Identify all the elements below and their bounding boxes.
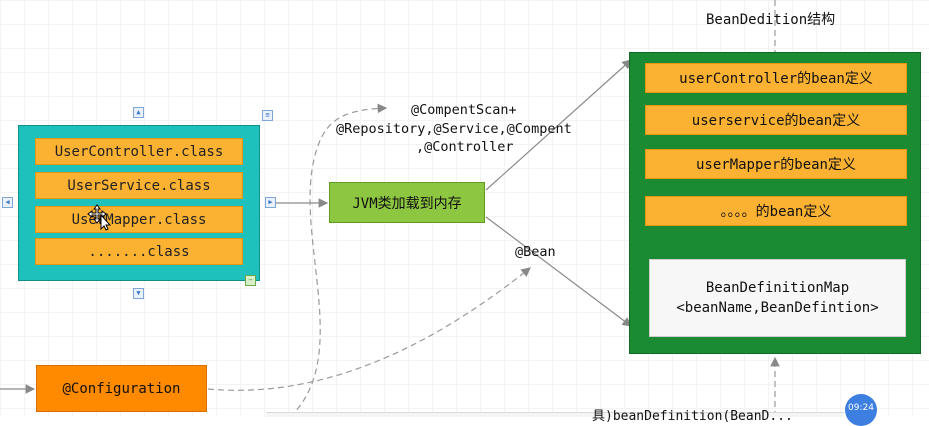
arrow-up-icon[interactable]: ▲ [133,107,144,118]
jvm-load-box[interactable]: JVM类加载到内存 [329,182,485,223]
class-group[interactable]: UserController.class UserService.class U… [18,125,260,281]
configuration-box[interactable]: @Configuration [36,365,207,412]
connector-dashed-to-scan [289,103,388,417]
scan-annotation-line2: @Repository,@Service,@Compent [336,121,572,137]
class-item-more[interactable]: .......class [35,238,243,265]
connector-dashed-config-to-bean [207,267,531,391]
bean-definition-title: BeanDedition结构 [706,12,836,28]
bean-definition-map[interactable]: BeanDefinitionMap <beanName,BeanDefintio… [649,259,906,337]
bean-annotation: @Bean [515,244,556,260]
bean-definition-map-signature: <beanName,BeanDefintion> [676,300,879,316]
connector-jvm-to-definitions-bottom [485,216,632,327]
scan-annotation-line3: ,@Controller [416,139,514,155]
arrow-left-icon[interactable]: ◀ [2,197,13,208]
class-item-usermapper[interactable]: UserMapper.class [35,206,243,233]
resize-handle-top-right[interactable]: ≡ [262,110,273,121]
clock-badge: 09:24 [845,394,877,426]
bottom-scroll-strip[interactable] [266,412,844,417]
definition-usercontroller[interactable]: userController的bean定义 [645,63,907,93]
definition-userservice[interactable]: userservice的bean定义 [645,105,907,135]
cursor-move-icon [87,204,112,231]
class-item-usercontroller[interactable]: UserController.class [35,138,243,165]
connectors [0,0,780,417]
scan-annotation-line1: @CompentScan+ [411,102,517,118]
arrow-down-icon[interactable]: ▼ [133,288,144,299]
bean-definition-group[interactable]: userController的bean定义 userservice的bean定义… [629,52,921,354]
class-item-userservice[interactable]: UserService.class [35,172,243,199]
bottom-partial-text: 具)beanDefinition(BeanD... [592,409,793,424]
definition-usermapper[interactable]: userMapper的bean定义 [645,149,907,179]
resize-handle-bottom-right[interactable]: − [245,275,256,286]
bean-definition-map-title: BeanDefinitionMap [705,280,850,296]
definition-more[interactable]: 。。。。的bean定义 [645,196,907,226]
connector-jvm-to-definitions-top [485,59,632,191]
arrow-right-icon[interactable]: ▶ [265,197,276,208]
